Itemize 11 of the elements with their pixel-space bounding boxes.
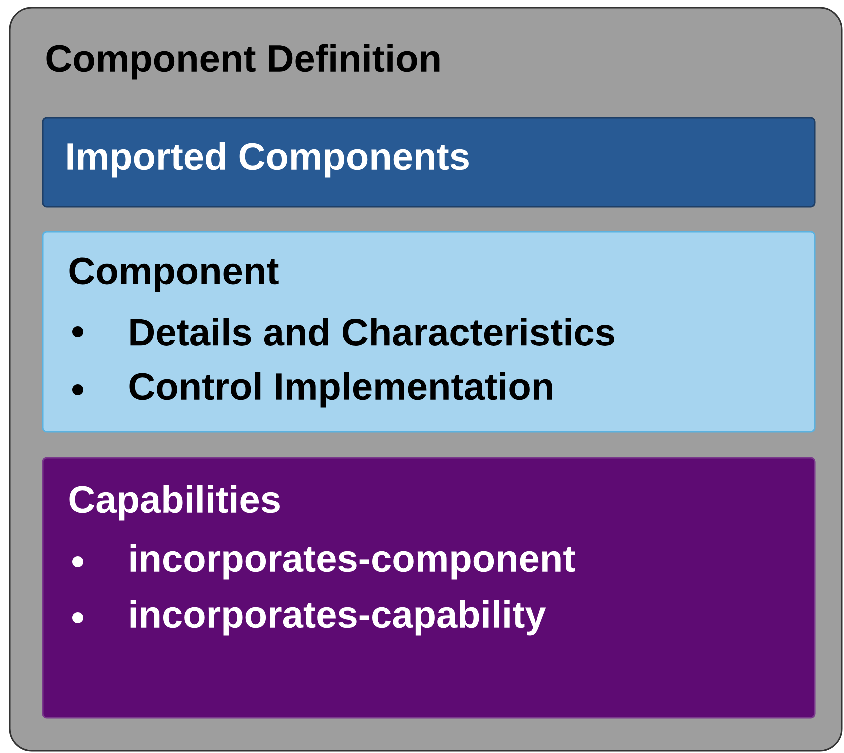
- bullet-item: incorporates-capability: [130, 600, 546, 636]
- bullet-item: incorporates-component: [130, 544, 576, 580]
- heading: Component: [70, 258, 279, 292]
- section-box: [42, 117, 816, 208]
- heading: Imported Components: [68, 142, 469, 178]
- heading: Component Definition: [46, 44, 440, 80]
- section-box: [42, 231, 816, 433]
- section-box: [42, 457, 816, 719]
- heading: Capabilities: [70, 485, 280, 521]
- bullet-item: Control Implementation: [130, 372, 552, 408]
- bullet-item: Details and Characteristics: [130, 318, 614, 346]
